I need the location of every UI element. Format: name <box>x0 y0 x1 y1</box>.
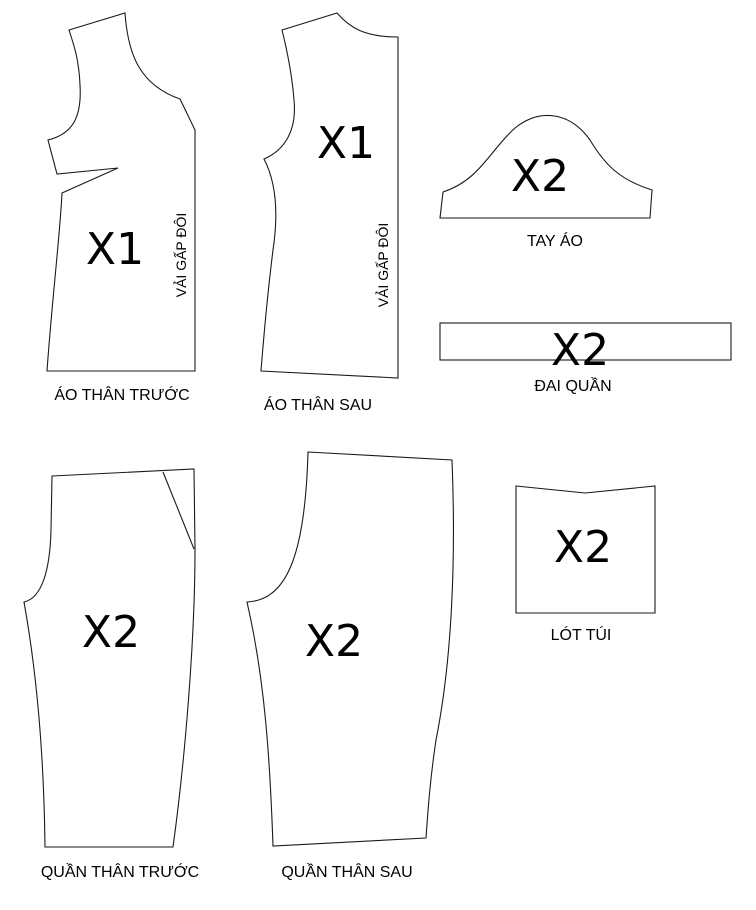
front-shirt-piece: X1 VẢI GẤP ĐÔI ÁO THÂN TRƯỚC <box>46 12 196 404</box>
back-shirt-piece: X1 VẢI GẤP ĐÔI ÁO THÂN SAU <box>260 12 399 414</box>
waistband-quantity: X2 <box>551 325 609 376</box>
front-pants-quantity: X2 <box>82 607 140 658</box>
front-shirt-label: ÁO THÂN TRƯỚC <box>54 385 189 404</box>
back-shirt-outline <box>260 12 399 379</box>
waistband-label: ĐAI QUẦN <box>534 376 611 395</box>
front-pants-label: QUẦN THÂN TRƯỚC <box>41 862 199 881</box>
back-shirt-label: ÁO THÂN SAU <box>264 395 372 414</box>
pocket-lining-label: LÓT TÚI <box>551 625 612 644</box>
waistband-piece: X2 ĐAI QUẦN <box>439 322 732 395</box>
back-pants-label: QUẦN THÂN SAU <box>281 862 412 881</box>
front-pants-piece: X2 QUẦN THÂN TRƯỚC <box>23 468 199 881</box>
back-pants-outline <box>246 451 454 847</box>
pocket-lining-piece: X2 LÓT TÚI <box>515 485 656 644</box>
pocket-lining-outline <box>515 485 656 614</box>
back-pants-quantity: X2 <box>305 616 363 667</box>
back-shirt-quantity: X1 <box>317 118 375 169</box>
front-pants-pocket-line <box>162 471 195 550</box>
sleeve-outline <box>439 114 653 219</box>
back-shirt-fold-label: VẢI GẤP ĐÔI <box>375 223 391 308</box>
sleeve-label: TAY ÁO <box>527 231 583 250</box>
waistband-outline <box>439 322 732 361</box>
pocket-lining-quantity: X2 <box>554 522 612 573</box>
back-pants-piece: X2 QUẦN THÂN SAU <box>246 451 454 881</box>
front-shirt-outline <box>46 12 196 372</box>
front-pants-outline <box>23 468 196 848</box>
sleeve-piece: X2 TAY ÁO <box>439 114 653 250</box>
front-shirt-fold-label: VẢI GẤP ĐÔI <box>173 213 189 298</box>
sleeve-quantity: X2 <box>511 151 569 202</box>
front-shirt-quantity: X1 <box>86 224 144 275</box>
